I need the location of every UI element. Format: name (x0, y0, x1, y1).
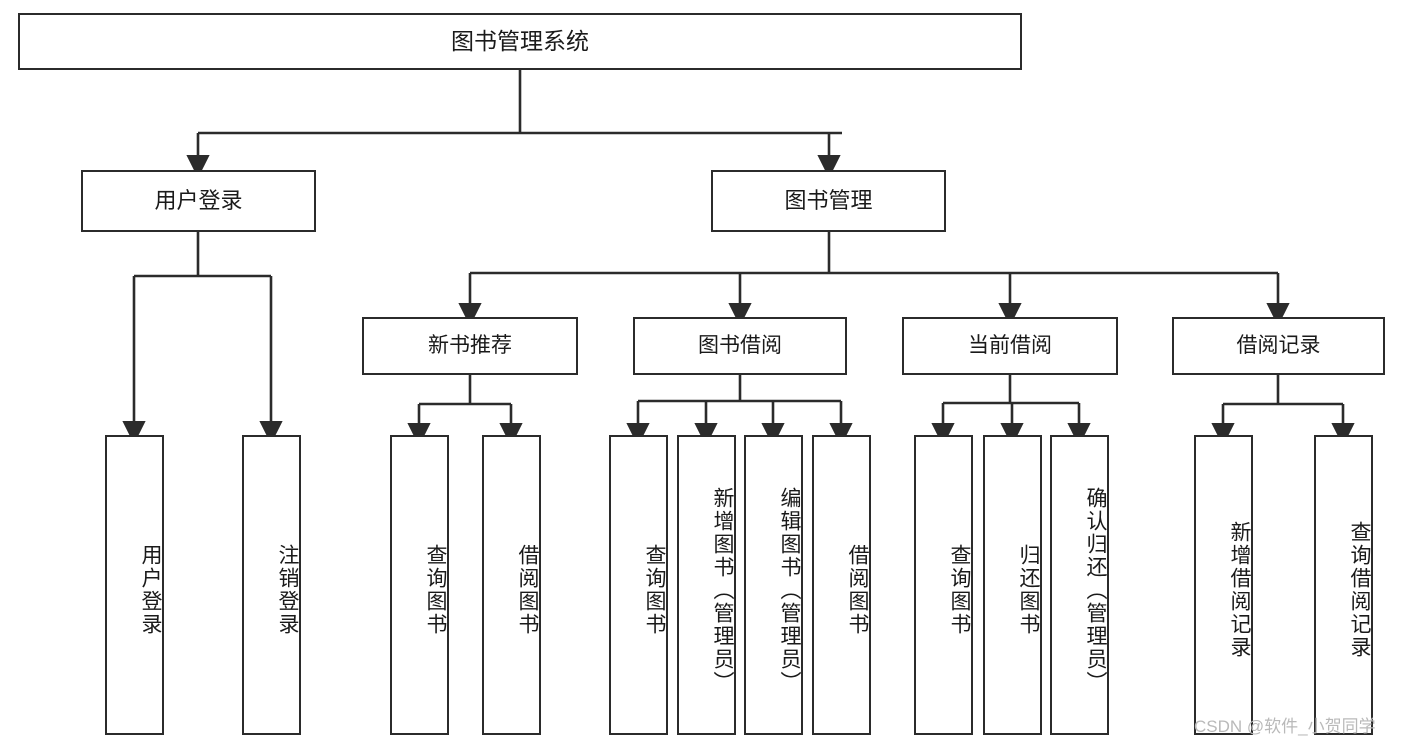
node-new-book-recommend[interactable]: 新书推荐 (362, 317, 578, 375)
node-borrow-record[interactable]: 借阅记录 (1172, 317, 1385, 375)
node-new-book-recommend-label: 新书推荐 (428, 333, 512, 357)
node-leaf-query-book-1[interactable]: 查询图书 (390, 435, 449, 735)
node-book-borrow-label: 图书借阅 (698, 333, 782, 357)
node-book-manage[interactable]: 图书管理 (711, 170, 946, 232)
node-leaf-add-borrow-record-label: 新增借阅记录 (1228, 521, 1251, 659)
node-leaf-borrow-book-1-label: 借阅图书 (516, 544, 539, 636)
node-user-login-label: 用户登录 (154, 188, 243, 214)
node-leaf-borrow-book-2[interactable]: 借阅图书 (812, 435, 871, 735)
node-leaf-query-borrow-record[interactable]: 查询借阅记录 (1314, 435, 1373, 735)
node-book-borrow[interactable]: 图书借阅 (633, 317, 847, 375)
node-leaf-logout-login[interactable]: 注销登录 (242, 435, 301, 735)
node-leaf-query-book-1-label: 查询图书 (424, 544, 447, 636)
watermark-text: CSDN @软件_小贺同学 (1194, 717, 1376, 736)
node-leaf-user-login-label: 用户登录 (139, 544, 162, 636)
node-leaf-add-book-admin-label: 新增图书（管理员） (711, 486, 734, 694)
node-leaf-confirm-return-admin[interactable]: 确认归还（管理员） (1050, 435, 1109, 735)
node-leaf-add-borrow-record[interactable]: 新增借阅记录 (1194, 435, 1253, 735)
node-leaf-query-book-2-label: 查询图书 (643, 544, 666, 636)
node-leaf-confirm-return-admin-label: 确认归还（管理员） (1084, 486, 1107, 694)
node-leaf-query-borrow-record-label: 查询借阅记录 (1348, 521, 1371, 659)
node-borrow-record-label: 借阅记录 (1236, 333, 1321, 357)
node-leaf-user-login[interactable]: 用户登录 (105, 435, 164, 735)
node-leaf-query-book-3-label: 查询图书 (948, 544, 971, 636)
node-leaf-add-book-admin[interactable]: 新增图书（管理员） (677, 435, 736, 735)
node-current-borrow-label: 当前借阅 (968, 333, 1052, 357)
node-leaf-query-book-2[interactable]: 查询图书 (609, 435, 668, 735)
node-root[interactable]: 图书管理系统 (18, 13, 1022, 70)
node-book-manage-label: 图书管理 (784, 188, 873, 214)
node-leaf-logout-login-label: 注销登录 (276, 544, 299, 636)
node-root-label: 图书管理系统 (451, 27, 589, 54)
node-current-borrow[interactable]: 当前借阅 (902, 317, 1118, 375)
node-leaf-query-book-3[interactable]: 查询图书 (914, 435, 973, 735)
node-leaf-edit-book-admin[interactable]: 编辑图书（管理员） (744, 435, 803, 735)
node-leaf-edit-book-admin-label: 编辑图书（管理员） (778, 486, 801, 694)
node-leaf-borrow-book-1[interactable]: 借阅图书 (482, 435, 541, 735)
node-leaf-return-book-label: 归还图书 (1017, 544, 1040, 636)
node-leaf-return-book[interactable]: 归还图书 (983, 435, 1042, 735)
node-leaf-borrow-book-2-label: 借阅图书 (846, 544, 869, 636)
node-user-login[interactable]: 用户登录 (81, 170, 316, 232)
